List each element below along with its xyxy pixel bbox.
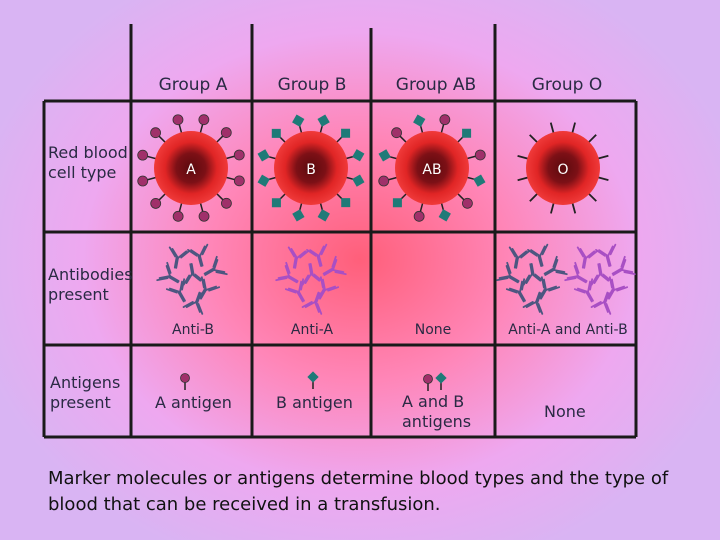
caption: Marker molecules or antigens determine b… [48, 468, 669, 515]
antibody-label-o: Anti-A and Anti-B [508, 322, 627, 338]
red-blood-cell-a: A [137, 114, 245, 222]
antibody-label-b: Anti-A [291, 322, 334, 338]
anti-a-antibodies-group-o [564, 243, 636, 315]
antigen-label-a: A antigen [155, 393, 232, 412]
cell-letter-b: B [306, 162, 316, 178]
cell-letter-a: A [186, 162, 196, 178]
cell-letter-o: O [557, 162, 568, 178]
red-blood-cell-ab: AB [378, 114, 486, 222]
antigen-a-marker [180, 373, 190, 390]
header-group-a: Group A [159, 75, 228, 95]
antigen-label-b: B antigen [276, 393, 353, 412]
antibody-glyphs [156, 243, 636, 315]
table-grid [42, 24, 638, 439]
antigen-a-marker-ab [423, 374, 433, 391]
anti-b-antibodies-group-o [496, 243, 568, 315]
antigen-markers [180, 371, 447, 391]
red-blood-cell-b: B [257, 114, 365, 222]
anti-b-antibodies-group-a [156, 243, 228, 315]
antibody-label-ab: None [415, 322, 452, 338]
header-group-o: Group O [532, 75, 603, 95]
column-headers: Group A Group B Group AB Group O [159, 75, 603, 95]
antigen-label-o: None [544, 402, 586, 421]
red-blood-cell-o: O [517, 122, 609, 214]
header-group-ab: Group AB [396, 75, 476, 95]
antigen-b-marker-ab [435, 372, 447, 390]
antibody-label-a: Anti-B [172, 322, 214, 338]
antigen-b-marker [307, 371, 319, 389]
header-group-b: Group B [278, 75, 347, 95]
anti-a-antibodies-group-b [275, 243, 347, 315]
cell-letter-ab: AB [422, 162, 441, 178]
